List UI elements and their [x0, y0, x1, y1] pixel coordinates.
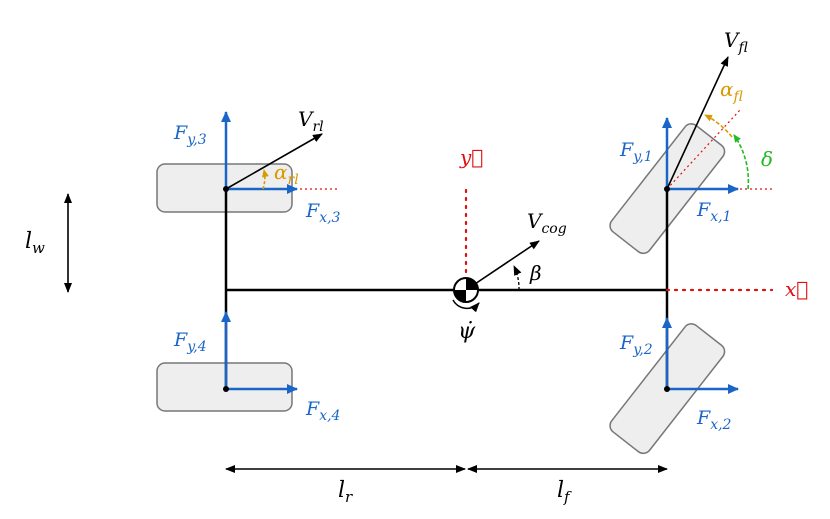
velocity-front-left-arrow	[666, 56, 729, 190]
label-l-r: lr	[338, 478, 353, 506]
yaw-rate-arc	[452, 299, 480, 313]
label-y-axis: y⃗	[459, 145, 483, 169]
label-fy2: Fy,2	[619, 332, 653, 358]
label-psi-dot: ψ̇	[458, 319, 476, 344]
rear-right-wheel-center	[223, 386, 229, 392]
label-fy3: Fy,3	[173, 122, 207, 148]
front-right-wheel-center	[664, 386, 670, 392]
label-alpha-rl: αrl	[274, 160, 299, 188]
velocity-cog-arrow	[465, 240, 540, 291]
label-alpha-fl: αfl	[720, 77, 744, 105]
label-v-rl: Vrl	[298, 107, 324, 135]
beta-arc	[513, 265, 522, 291]
label-l-f: lf	[557, 478, 572, 506]
center-of-gravity-icon	[453, 277, 479, 303]
label-v-cog: Vcog	[527, 209, 567, 237]
alpha-rl-arc	[262, 169, 269, 190]
label-v-fl: Vfl	[724, 28, 748, 56]
label-fx4: Fx,4	[305, 398, 340, 424]
label-fx1: Fx,1	[696, 199, 731, 225]
delta-arc	[733, 134, 750, 190]
label-delta: δ	[761, 147, 773, 171]
label-beta: β	[529, 261, 542, 285]
label-fy4: Fy,4	[173, 329, 207, 355]
label-fx2: Fx,2	[696, 407, 732, 433]
label-fx3: Fx,3	[305, 200, 341, 226]
rear-left-wheel-center	[223, 186, 229, 192]
label-fy1: Fy,1	[619, 139, 653, 165]
velocity-rear-left-arrow	[225, 133, 323, 190]
front-left-wheel-center	[664, 186, 670, 192]
alpha-fl-arc	[704, 114, 733, 138]
label-l-w: lw	[25, 229, 45, 257]
label-x-axis: x⃗	[785, 277, 808, 301]
